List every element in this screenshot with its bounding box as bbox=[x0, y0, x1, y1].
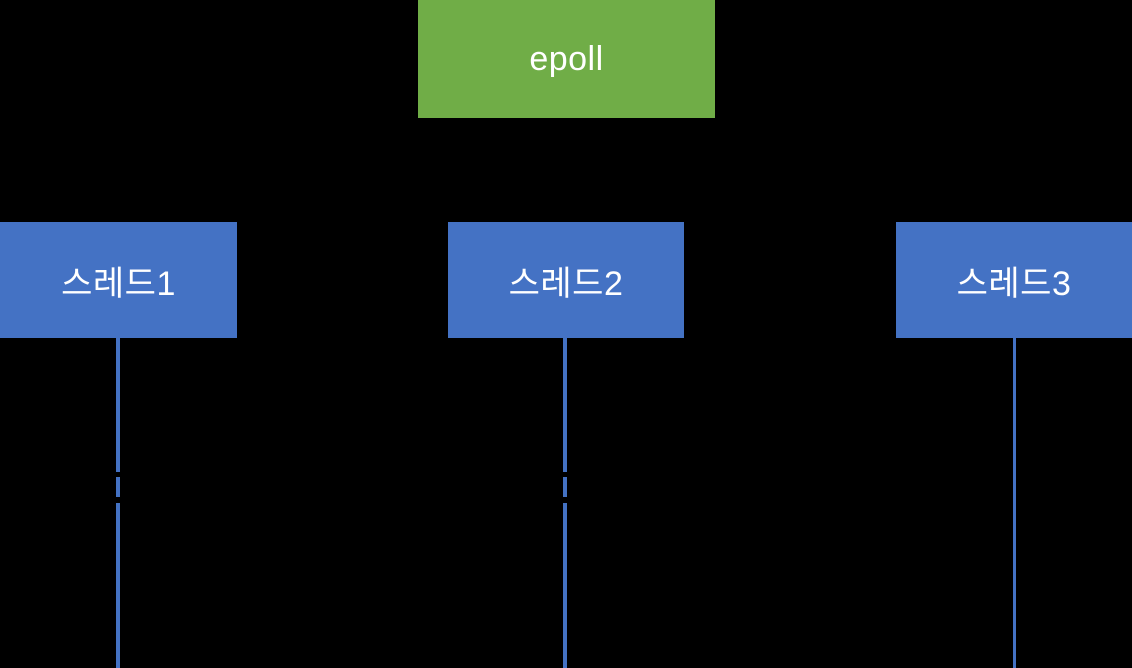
thread3-timeline bbox=[1013, 338, 1016, 668]
node-epoll: epoll bbox=[418, 0, 715, 118]
thread2-timeline-segment-top bbox=[563, 338, 567, 472]
thread2-timeline-segment-dash bbox=[563, 477, 567, 497]
node-thread1: 스레드1 bbox=[0, 222, 237, 338]
node-thread3-label: 스레드3 bbox=[956, 264, 1072, 303]
thread1-timeline-segment-dash bbox=[116, 477, 120, 497]
node-thread3: 스레드3 bbox=[896, 222, 1132, 338]
node-thread2-label: 스레드2 bbox=[508, 264, 624, 303]
node-thread2: 스레드2 bbox=[448, 222, 684, 338]
node-epoll-label: epoll bbox=[529, 39, 604, 78]
thread1-timeline-segment-top bbox=[116, 338, 120, 472]
thread2-timeline-segment-bottom bbox=[563, 503, 567, 668]
thread1-timeline-segment-bottom bbox=[116, 503, 120, 668]
node-thread1-label: 스레드1 bbox=[61, 264, 176, 303]
